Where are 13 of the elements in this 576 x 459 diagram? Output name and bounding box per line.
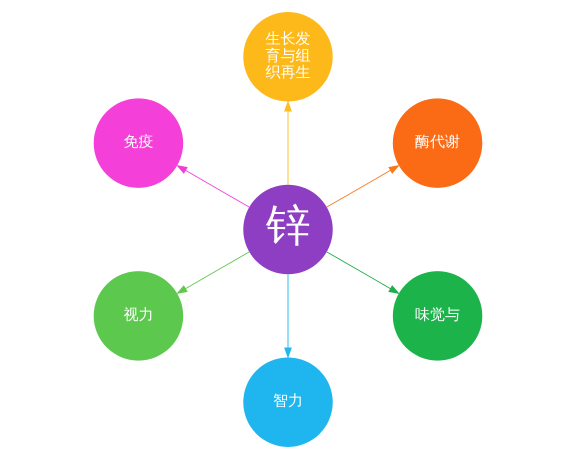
- node-circle: 智力: [243, 357, 333, 447]
- arrow: [176, 164, 250, 208]
- arrow: [284, 100, 292, 186]
- arrow: [326, 164, 400, 208]
- node-circle: 视力: [94, 271, 184, 361]
- arrow: [176, 252, 250, 294]
- node-circle: 生长发育与组织再生: [243, 12, 333, 102]
- node-circle: 酶代谢: [392, 98, 482, 188]
- arrow: [284, 274, 292, 359]
- node-circle: 锌: [243, 184, 333, 274]
- arrow: [326, 252, 400, 294]
- node-circle: 免疫: [94, 98, 184, 188]
- node-circle: 味觉与: [392, 271, 482, 361]
